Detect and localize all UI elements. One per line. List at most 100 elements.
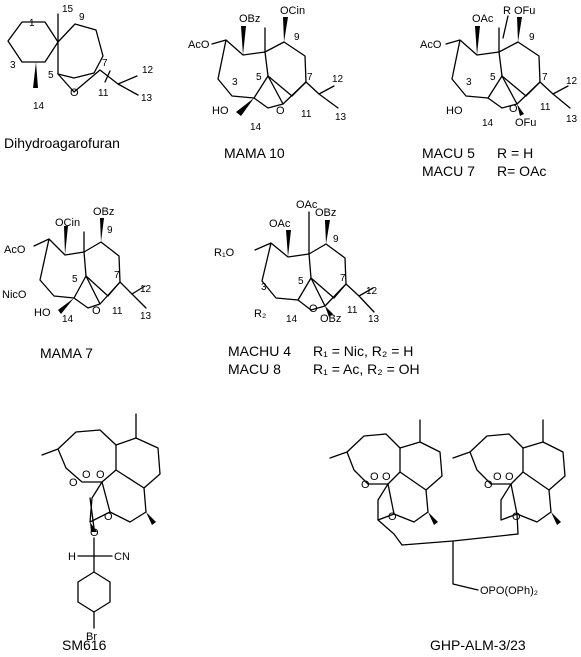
atom-number-15: 15 (62, 4, 74, 15)
atom-number-7: 7 (102, 58, 108, 69)
obz2-label: OBz (320, 313, 341, 325)
oac-label: OAc (269, 218, 291, 230)
ofu-label-2: OFu (515, 117, 536, 129)
caption-ghp-alm: GHP-ALM-3/23 (430, 637, 526, 652)
r2-label: R₂ (254, 308, 266, 320)
atom-number-14: 14 (62, 314, 74, 325)
atom-number-13: 13 (335, 112, 347, 123)
mama7-structure: OCin OBz AcO 9 7 5 12 NicO HO O 11 14 13… (2, 206, 152, 361)
ocin-label: OCin (55, 217, 80, 229)
o4-label: O (388, 511, 397, 523)
caption-machu4: MACHU 4 (228, 343, 291, 359)
ho-label: HO (212, 105, 229, 117)
atom-number-12: 12 (332, 74, 344, 85)
ring-oxygen-label: O (70, 87, 79, 99)
ring-oxygen-label: O (276, 105, 285, 117)
caption-macu8-r: R₁ = Ac, R₂ = OH (313, 361, 420, 377)
o4-label: O (104, 511, 113, 523)
obz-label: OBz (93, 206, 114, 218)
atom-number-13: 13 (140, 311, 152, 322)
atom-number-11: 11 (347, 305, 358, 316)
o7-label: O (505, 471, 514, 483)
ring-oxygen-label: O (309, 303, 318, 315)
o5-label: O (90, 527, 99, 539)
dihydroagarofuran-structure: O 15 1 9 3 5 7 12 11 13 14 Dihydroagarof… (4, 4, 154, 151)
atom-number-5: 5 (298, 276, 304, 287)
atom-number-11: 11 (540, 102, 551, 113)
atom-number-7: 7 (542, 72, 548, 83)
macu5-structure: OAc R OFu AcO 9 3 5 7 12 HO O 11 13 14 O… (420, 5, 578, 179)
obz-label: OBz (239, 13, 260, 25)
atom-number-11: 11 (301, 109, 312, 120)
atom-number-7: 7 (307, 72, 313, 83)
atom-number-1: 1 (29, 18, 35, 29)
atom-number-9: 9 (333, 234, 339, 245)
atom-number-3: 3 (10, 60, 16, 71)
atom-number-3: 3 (261, 282, 267, 293)
caption-macu8: MACU 8 (228, 361, 281, 377)
ring-oxygen-label: O (509, 103, 518, 115)
h-label: H (68, 551, 76, 563)
atom-number-12: 12 (366, 286, 378, 297)
o2-label: O (370, 471, 379, 483)
mama10-structure: OBz OCin AcO 9 3 5 7 12 HO O 11 13 14 MA… (188, 5, 347, 161)
obz-label: OBz (315, 207, 336, 219)
o6-label: O (493, 471, 502, 483)
atom-number-3: 3 (232, 77, 238, 88)
atom-number-14: 14 (33, 101, 45, 112)
aco-label: AcO (188, 39, 210, 51)
atom-number-12: 12 (142, 65, 154, 76)
caption-macu5-r: R = H (497, 145, 533, 161)
atom-number-11: 11 (98, 88, 109, 99)
atom-number-5: 5 (48, 70, 54, 81)
aco-label: AcO (420, 39, 442, 51)
oac-label: OAc (472, 13, 494, 25)
atom-number-3: 3 (466, 77, 472, 88)
r1o-label: R₁O (214, 247, 235, 259)
ring-oxygen-label: O (92, 305, 101, 317)
ghp-alm-structure: O O O O O O O O OPO(OPh)₂ GHP-ALM-3/23 (329, 419, 566, 653)
atom-number-13: 13 (368, 314, 380, 325)
atom-number-11: 11 (112, 306, 123, 317)
caption-macu5: MACU 5 (422, 145, 475, 161)
nico-label: NicO (2, 289, 27, 301)
r-label: R (503, 5, 511, 17)
atom-number-9: 9 (107, 225, 113, 236)
sm616-structure: O O O O O H CN Br SM616 (41, 413, 161, 653)
atom-number-5: 5 (256, 72, 262, 83)
ho-label: HO (34, 307, 51, 319)
caption-macu7: MACU 7 (422, 163, 475, 179)
oac-top-label: OAc (296, 199, 318, 211)
caption-mama7: MAMA 7 (40, 345, 93, 361)
atom-number-13: 13 (566, 114, 578, 125)
atom-number-12: 12 (566, 76, 578, 87)
caption-sm616: SM616 (62, 637, 107, 652)
atom-number-14: 14 (482, 118, 494, 129)
aco-label: AcO (4, 244, 26, 256)
caption-mama10: MAMA 10 (224, 145, 285, 161)
machu4-structure: OAc OAc OBz R₁O 9 3 7 5 12 R₂ O 14 OBz 1… (214, 199, 420, 377)
atom-number-13: 13 (141, 93, 153, 104)
caption-macu7-r: R= OAc (497, 163, 546, 179)
opo-label: OPO(OPh)₂ (480, 585, 538, 597)
o5-label: O (484, 479, 493, 491)
o1-label: O (69, 477, 78, 489)
o1-label: O (361, 479, 370, 491)
atom-number-5: 5 (72, 274, 78, 285)
ho-label: HO (446, 105, 463, 117)
o2-label: O (82, 469, 91, 481)
o3-label: O (382, 471, 391, 483)
cn-label: CN (114, 551, 130, 563)
ocin-label: OCin (280, 5, 305, 17)
atom-number-9: 9 (529, 32, 535, 43)
caption-machu4-r: R₁ = Nic, R₂ = H (313, 343, 413, 359)
ofu-label: OFu (514, 5, 535, 17)
atom-number-14: 14 (286, 314, 298, 325)
caption-dihydroagarofuran: Dihydroagarofuran (4, 135, 120, 151)
br-label: Br (86, 631, 97, 643)
atom-number-12: 12 (140, 284, 152, 295)
atom-number-14: 14 (250, 122, 262, 133)
atom-number-5: 5 (490, 72, 496, 83)
